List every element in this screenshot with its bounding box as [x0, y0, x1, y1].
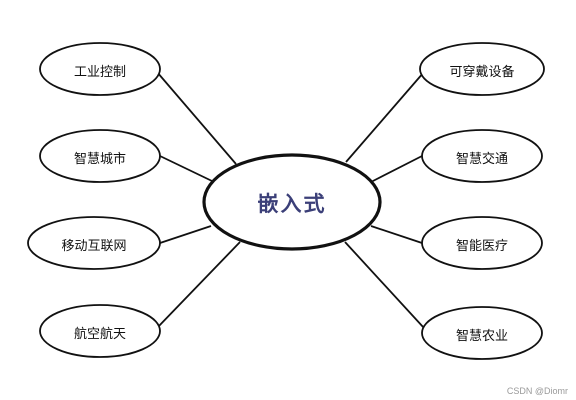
connector-line-left-4 [156, 241, 241, 329]
connector-line-left-1 [156, 71, 237, 165]
node-label-left-4: 航空航天 [73, 327, 126, 342]
center-ellipse [202, 153, 382, 251]
connector-line-right-3 [370, 225, 423, 244]
node-label-right-3: 智能医疗 [455, 239, 508, 254]
node-ellipse-left-2 [39, 129, 161, 183]
node-label-left-3: 移动互联网 [61, 239, 127, 254]
node-label-right-2: 智慧交通 [455, 152, 508, 167]
node-label-left-2: 智慧城市 [73, 152, 126, 167]
node-label-right-4: 智慧农业 [455, 329, 508, 344]
watermark: CSDN @Diomr [506, 386, 568, 396]
center-label: 嵌入式 [257, 192, 327, 216]
connector-line-left-3 [159, 225, 212, 244]
connector-line-right-2 [370, 155, 423, 183]
connector-line-right-1 [345, 71, 425, 163]
node-ellipse-left-1 [39, 42, 161, 96]
node-ellipse-left-4 [39, 304, 161, 358]
node-label-right-1: 可穿戴设备 [449, 65, 515, 80]
node-ellipse-right-4 [421, 306, 543, 360]
connector-line-left-2 [159, 155, 213, 182]
connector-line-right-4 [344, 241, 425, 329]
node-ellipse-left-3 [27, 216, 161, 270]
node-label-left-1: 工业控制 [73, 65, 126, 80]
node-ellipse-right-3 [421, 216, 543, 270]
node-ellipse-right-2 [421, 129, 543, 183]
node-ellipse-right-1 [419, 42, 545, 96]
